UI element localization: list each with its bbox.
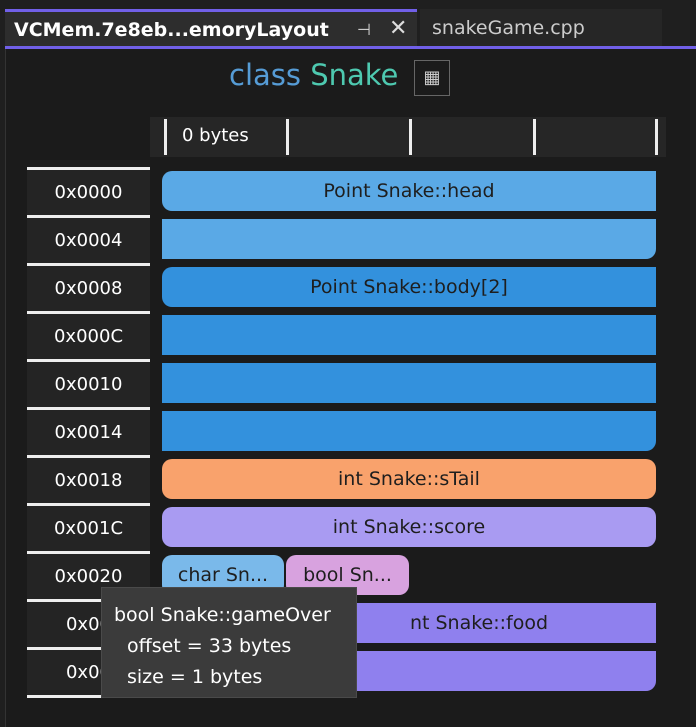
ruler-tick [533,119,536,155]
ruler-label: 0 bytes [182,125,249,146]
close-icon[interactable]: ✕ [389,16,408,41]
address-label: 0x0014 [27,407,150,455]
field-head-continued[interactable] [162,219,656,259]
field-body-continued[interactable] [162,315,656,355]
field-body-continued[interactable] [162,363,656,403]
address-label: 0x0000 [27,167,150,215]
address-label: 0x0008 [27,263,150,311]
address-label: 0x0004 [27,215,150,263]
tab-memory-layout[interactable]: VCMem.7e8eb...emoryLayout ⊣ ✕ [5,9,417,48]
address-label: 0x001C [27,503,150,551]
tooltip-title: bool Snake::gameOver [114,604,331,626]
tab-title: VCMem.7e8eb...emoryLayout [14,19,329,41]
pin-icon[interactable]: ⊣ [357,20,371,39]
tab-title: snakeGame.cpp [432,17,585,39]
ruler-tick [286,119,289,155]
ruler-tick [409,119,412,155]
address-column: 0x0000 0x0004 0x0008 0x000C 0x0010 0x001… [27,167,150,698]
field-stail[interactable]: int Snake::sTail [162,459,656,499]
ruler-tick [164,119,167,155]
address-label: 0x0010 [27,359,150,407]
ruler-tick [655,119,658,155]
field-score[interactable]: int Snake::score [162,507,656,547]
class-title: class Snake [229,58,398,92]
field-head[interactable]: Point Snake::head [162,171,656,211]
address-label: 0x000C [27,311,150,359]
tab-bar: VCMem.7e8eb...emoryLayout ⊣ ✕ snakeGame.… [0,0,696,48]
tab-snakegame-cpp[interactable]: snakeGame.cpp [420,9,662,48]
class-name: Snake [310,58,399,92]
byte-ruler: 0 bytes [150,117,666,157]
field-body[interactable]: Point Snake::body[2] [162,267,656,307]
row-separator [27,695,150,698]
table-layout-icon[interactable]: ▦ [414,60,450,96]
tooltip-offset: offset = 33 bytes [127,635,292,657]
field-tooltip: bool Snake::gameOver offset = 33 bytes s… [101,587,357,698]
class-keyword: class [229,58,301,92]
tooltip-size: size = 1 bytes [127,666,263,688]
tab-accent-line [5,46,696,49]
field-body-continued[interactable] [162,411,656,451]
address-label: 0x0018 [27,455,150,503]
